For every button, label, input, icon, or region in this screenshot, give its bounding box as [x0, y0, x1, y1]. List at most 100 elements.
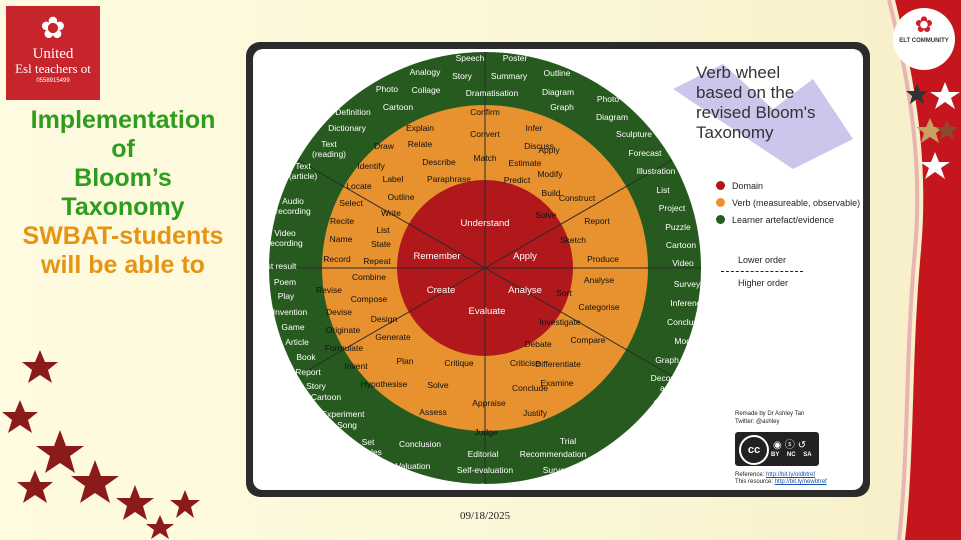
artefact-label: Outline	[544, 68, 571, 78]
verb-label: Infer	[525, 123, 542, 133]
artefact-label: Trial	[560, 436, 576, 446]
verb-label: Debate	[524, 339, 552, 349]
credit-line: Twitter: @ashley	[735, 419, 780, 425]
verb-label: Revise	[316, 285, 342, 295]
artefact-label: Puzzle	[665, 222, 691, 232]
artefact-label: Recommendation	[520, 449, 587, 459]
school-logo: ✿ United Esl teachers ot 0558915499	[6, 6, 100, 100]
reference-label: Reference:	[735, 472, 767, 478]
verb-label: Criticise	[510, 358, 540, 368]
verb-label: Construct	[559, 193, 596, 203]
artefact-label: Project	[659, 203, 686, 213]
cc-icon: cc	[739, 435, 769, 465]
verb-label: Devise	[326, 307, 352, 317]
artefact-label: List	[656, 185, 670, 195]
verb-label: Recite	[330, 216, 354, 226]
reference-link[interactable]: http://bit.ly/oldbtref	[766, 472, 816, 478]
artefact-label: Invention	[273, 307, 308, 317]
order-divider-line	[721, 271, 803, 272]
artefact-label: Diagram	[596, 112, 628, 122]
reference-link[interactable]: http://bit.ly/newbtref	[774, 479, 827, 485]
verb-label: Apply	[538, 145, 560, 155]
slide-title: Implementation of Bloom’s Taxonomy SWBAT…	[0, 106, 252, 280]
bottom-left-stars	[2, 350, 200, 539]
artefact-label: Dramatisation	[466, 88, 519, 98]
verb-label: Discuss	[524, 141, 554, 151]
verb-label: Hypothesise	[361, 379, 408, 389]
artefact-label: Graph	[655, 355, 679, 365]
reference-label: This resource:	[735, 479, 775, 485]
artefact-label: Story	[306, 381, 327, 391]
wheel-title-line: based on the	[696, 83, 795, 102]
artefact-label: Self-evaluation	[457, 465, 514, 475]
title-line-5: SWBAT-students	[22, 222, 224, 250]
domain-label: Analyse	[508, 285, 542, 296]
artefact-label: Diagram	[542, 87, 574, 97]
slide-date: 09/18/2025	[460, 510, 511, 522]
artefact-label: Cartoon	[311, 392, 342, 402]
verb-label: Relate	[408, 139, 433, 149]
artefact-label: Cartoon	[383, 102, 414, 112]
verb-label: Produce	[587, 254, 619, 264]
artefact-label: Photo	[597, 94, 619, 104]
verb-label: Locate	[346, 181, 372, 191]
artefact-label: Inference	[670, 298, 706, 308]
sector-divider	[484, 267, 673, 377]
verb-label: Investigate	[539, 317, 580, 327]
title-line-3: Bloom’s	[74, 164, 172, 192]
artefact-label: Definition	[335, 107, 371, 117]
artefact-label: Survey	[543, 465, 570, 475]
credit-line: Remade by Dr Ashley Tan	[735, 411, 805, 417]
verb-label: Design	[371, 314, 398, 324]
legend-label: Domain	[732, 180, 764, 191]
credit: Remade by Dr Ashley Tan Twitter: @ashley	[735, 410, 804, 426]
artefact-label: Story	[452, 71, 473, 81]
domain-label: Create	[427, 285, 456, 296]
artefact-label: Forecast	[628, 148, 662, 158]
verb-label: Appraise	[472, 398, 506, 408]
logo-line-2: Esl teachers ot	[15, 61, 91, 76]
cc-license-text: BY NC SA	[771, 452, 812, 458]
verb-label: Plan	[396, 356, 413, 366]
wheel-title: Verb wheel based on the revised Bloom's …	[696, 63, 815, 143]
verb-label: Record	[323, 254, 351, 264]
verb-label: Label	[383, 174, 404, 184]
legend-item-domain: Domain	[716, 177, 860, 194]
verb-label: Build	[542, 188, 561, 198]
flower-logo-icon: ✿	[914, 12, 934, 37]
artefact-label: Game	[281, 322, 304, 332]
reference-line: Reference: http://bit.ly/oldbtref	[735, 472, 827, 479]
verb-label: Draw	[374, 141, 395, 151]
verb-label: Write	[381, 208, 401, 218]
domain-label: Apply	[513, 251, 537, 262]
artefact-label: Model	[674, 336, 697, 346]
artefact-label: Test result	[258, 261, 297, 271]
sector-divider	[484, 159, 673, 269]
domain-label: Remember	[414, 251, 461, 262]
verb-label: Judge	[474, 427, 497, 437]
artefact-label: Dictionary	[328, 123, 367, 133]
verb-label: Combine	[352, 272, 386, 282]
verb-label: Estimate	[508, 158, 541, 168]
title-line-2: of	[111, 135, 135, 163]
verb-label: Sort	[556, 288, 572, 298]
reference-line: This resource: http://bit.ly/newbtref	[735, 479, 827, 486]
sector-divider	[297, 159, 486, 269]
artefact-label: Conclusion	[399, 439, 441, 449]
artefact-label: Experiment	[322, 409, 366, 419]
legend-swatch	[716, 215, 725, 224]
sector-divider	[297, 267, 486, 377]
artefact-label: Conclusion	[667, 317, 709, 327]
legend-label: Verb (measureable, observable)	[732, 197, 861, 208]
verb-label: Paraphrase	[427, 174, 471, 184]
elt-logo-text: ELT COMMUNITY	[899, 38, 949, 44]
title-line-1: Implementation	[30, 106, 216, 134]
verb-label: Categorise	[578, 302, 619, 312]
artefact-label: Summary	[491, 71, 528, 81]
flower-logo-icon: ✿	[40, 12, 66, 45]
verb-label: Originate	[326, 325, 361, 335]
verb-label: Differentiate	[535, 359, 581, 369]
verb-label: Formulate	[325, 343, 364, 353]
